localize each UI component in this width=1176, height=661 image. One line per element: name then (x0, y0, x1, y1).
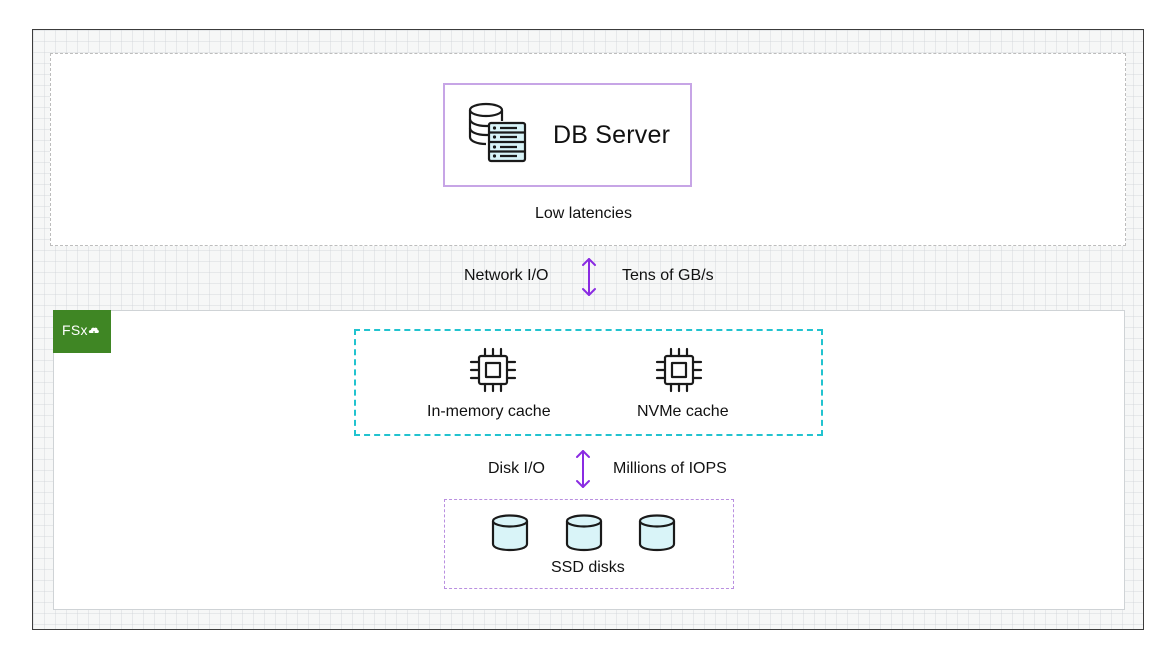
network-double-arrow-icon (582, 258, 596, 296)
network-io-label: Network I/O (464, 267, 549, 284)
disk-icon (565, 514, 603, 552)
disk-icon (491, 514, 529, 552)
database-server-icon (468, 102, 527, 163)
disk-double-arrow-icon (576, 450, 590, 488)
ssd-disks-label: SSD disks (551, 559, 625, 576)
chip-icon (469, 347, 517, 393)
disk-io-label: Disk I/O (488, 460, 545, 477)
disk-icon (638, 514, 676, 552)
chip-icon (655, 347, 703, 393)
iops-label: Millions of IOPS (613, 460, 727, 477)
nvme-cache-label: NVMe cache (637, 403, 729, 420)
fsx-logo-icon (88, 327, 99, 336)
cache-tier-box (354, 329, 823, 436)
network-throughput-label: Tens of GB/s (622, 267, 714, 284)
db-server-title: DB Server (553, 121, 671, 149)
fsx-badge: FSx (53, 310, 111, 353)
latency-caption: Low latencies (535, 205, 632, 222)
fsx-badge-text: FSx (62, 322, 88, 338)
in-memory-cache-label: In-memory cache (427, 403, 551, 420)
